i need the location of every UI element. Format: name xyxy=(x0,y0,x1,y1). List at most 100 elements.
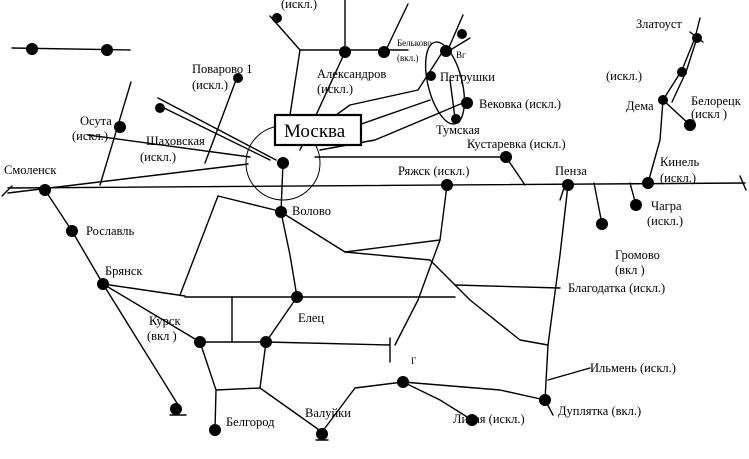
station-labels: (искл.) Бельково (вкл.) Вг Петрушки Тумс… xyxy=(4,0,742,429)
station-zlatoust-2 xyxy=(677,67,687,77)
line-bryansk-eastwest xyxy=(102,283,186,297)
station-likhaya xyxy=(466,414,478,426)
label-volovo: Волово xyxy=(292,204,331,218)
label-aleksandrov-2: (искл.) xyxy=(317,82,353,96)
line-penza-south xyxy=(544,184,569,401)
station-beloretsk xyxy=(684,119,696,131)
station-aleksandrov xyxy=(339,46,351,58)
label-shakhovskaya-2: (искл.) xyxy=(140,150,176,164)
label-moskva: Москва xyxy=(284,121,346,142)
line-shakhovskaya xyxy=(87,134,251,158)
line-osuta xyxy=(99,81,132,186)
label-elets: Елец xyxy=(298,311,324,325)
line-diag-southeast xyxy=(344,251,549,346)
line-main-east-west xyxy=(7,182,746,189)
station-petrushki xyxy=(426,71,436,81)
label-povarovo-2: (искл.) xyxy=(192,78,228,92)
line-bryansk-kursk xyxy=(102,283,201,343)
station-moskva xyxy=(277,157,289,169)
station-smolensk xyxy=(39,184,51,196)
label-kinel-1: Кинель xyxy=(660,155,700,169)
label-gromovo-2: (вкл ) xyxy=(615,263,645,277)
label-bryansk: Брянск xyxy=(105,264,143,278)
station-kinel xyxy=(642,177,654,189)
station-ryazhsk xyxy=(441,179,453,191)
station-top-left-1 xyxy=(26,43,38,55)
label-osuta-2: (искл.) xyxy=(72,129,108,143)
line-ryazhsk-south xyxy=(394,184,448,346)
station-volovo xyxy=(275,206,287,218)
station-tumskaya xyxy=(451,114,461,124)
station-valuyki xyxy=(316,428,328,440)
label-roslavl: Рославль xyxy=(86,224,135,238)
label-kinel-2: (искл.) xyxy=(660,171,696,185)
line-duplyatka xyxy=(402,381,546,401)
station-zlatoust-1 xyxy=(692,33,702,43)
line-kursk-south xyxy=(199,341,217,431)
line-elets-kursk-diag xyxy=(265,296,298,343)
station-duplyatka xyxy=(539,394,551,406)
station-valuyki-east xyxy=(397,376,409,388)
station-gromovo xyxy=(596,218,608,230)
label-duplyatka: Дуплятка (вкл.) xyxy=(558,404,641,418)
label-osuta-1: Осута xyxy=(80,114,112,128)
line-likhaya xyxy=(402,381,473,421)
station-elets xyxy=(291,291,303,303)
line-ilmen xyxy=(547,367,591,381)
label-kursk-2: (вкл ) xyxy=(147,329,177,343)
station-chagra xyxy=(630,199,642,211)
station-penza xyxy=(562,179,574,191)
label-belkovo-2: (вкл.) xyxy=(397,53,418,63)
line-mid-horiz-2 xyxy=(454,284,561,289)
label-ryazhsk: Ряжск (искл.) xyxy=(398,164,469,178)
stub-smolensk xyxy=(1,185,13,197)
line-moscow-volovo xyxy=(280,162,284,213)
station-roslavl xyxy=(66,225,78,237)
label-valuyki: Валуйки xyxy=(305,406,351,420)
label-povarovo-1: Поварово 1 xyxy=(192,62,253,76)
stub-kinel xyxy=(739,175,747,191)
station-belkovo xyxy=(378,46,390,58)
stations xyxy=(26,13,702,440)
line-volovo-west xyxy=(217,195,284,213)
line-kinel-dema xyxy=(647,99,664,184)
label-kursk-1: Курск xyxy=(149,314,181,328)
label-chagra-1: Чагра xyxy=(651,199,682,213)
line-tumskaya xyxy=(449,79,456,119)
station-kustarevka xyxy=(500,151,512,163)
moscow-label-box xyxy=(273,113,363,147)
station-dema xyxy=(658,95,668,105)
label-g-mark: Г xyxy=(411,356,416,366)
label-kustarevka: Кустаревка (искл.) xyxy=(467,137,566,151)
station-shakhovskaya xyxy=(155,103,165,113)
label-chagra-2: (искл.) xyxy=(647,214,683,228)
line-north-5 xyxy=(384,3,409,53)
label-beloretsk-1: Белорецк xyxy=(691,94,742,108)
label-petrushki: Петрушки xyxy=(440,70,495,84)
label-ilmen: Ильмень (искл.) xyxy=(590,361,676,375)
label-aleksandrov-1: Александров xyxy=(317,67,386,81)
label-zlatoust: Златоуст xyxy=(636,17,682,31)
station-vekovka xyxy=(461,97,473,109)
station-bryansk xyxy=(97,278,109,290)
station-osuta xyxy=(114,121,126,133)
label-smolensk: Смоленск xyxy=(4,163,57,177)
label-tumskaya: Тумская xyxy=(436,123,480,137)
line-bryansk-belgorod xyxy=(102,283,181,409)
station-povarovo xyxy=(233,73,243,83)
line-beloretsk xyxy=(662,99,691,126)
label-belgorod: Белгород xyxy=(226,415,275,429)
line-bryansk-volovo xyxy=(179,195,219,296)
line-dema-zlatoust xyxy=(662,17,701,101)
line-valuyki xyxy=(259,381,404,433)
line-volovo-south xyxy=(280,211,298,298)
line-povarovo-moscow xyxy=(157,97,277,161)
line-moscow-kustarevka xyxy=(319,99,471,151)
line-volovo-east xyxy=(280,211,441,253)
station-north-1 xyxy=(272,13,282,23)
station-vg-top xyxy=(457,29,467,39)
line-mid-horiz-3 xyxy=(265,341,391,346)
line-povarovo xyxy=(204,79,237,164)
station-belgorod xyxy=(209,424,221,436)
